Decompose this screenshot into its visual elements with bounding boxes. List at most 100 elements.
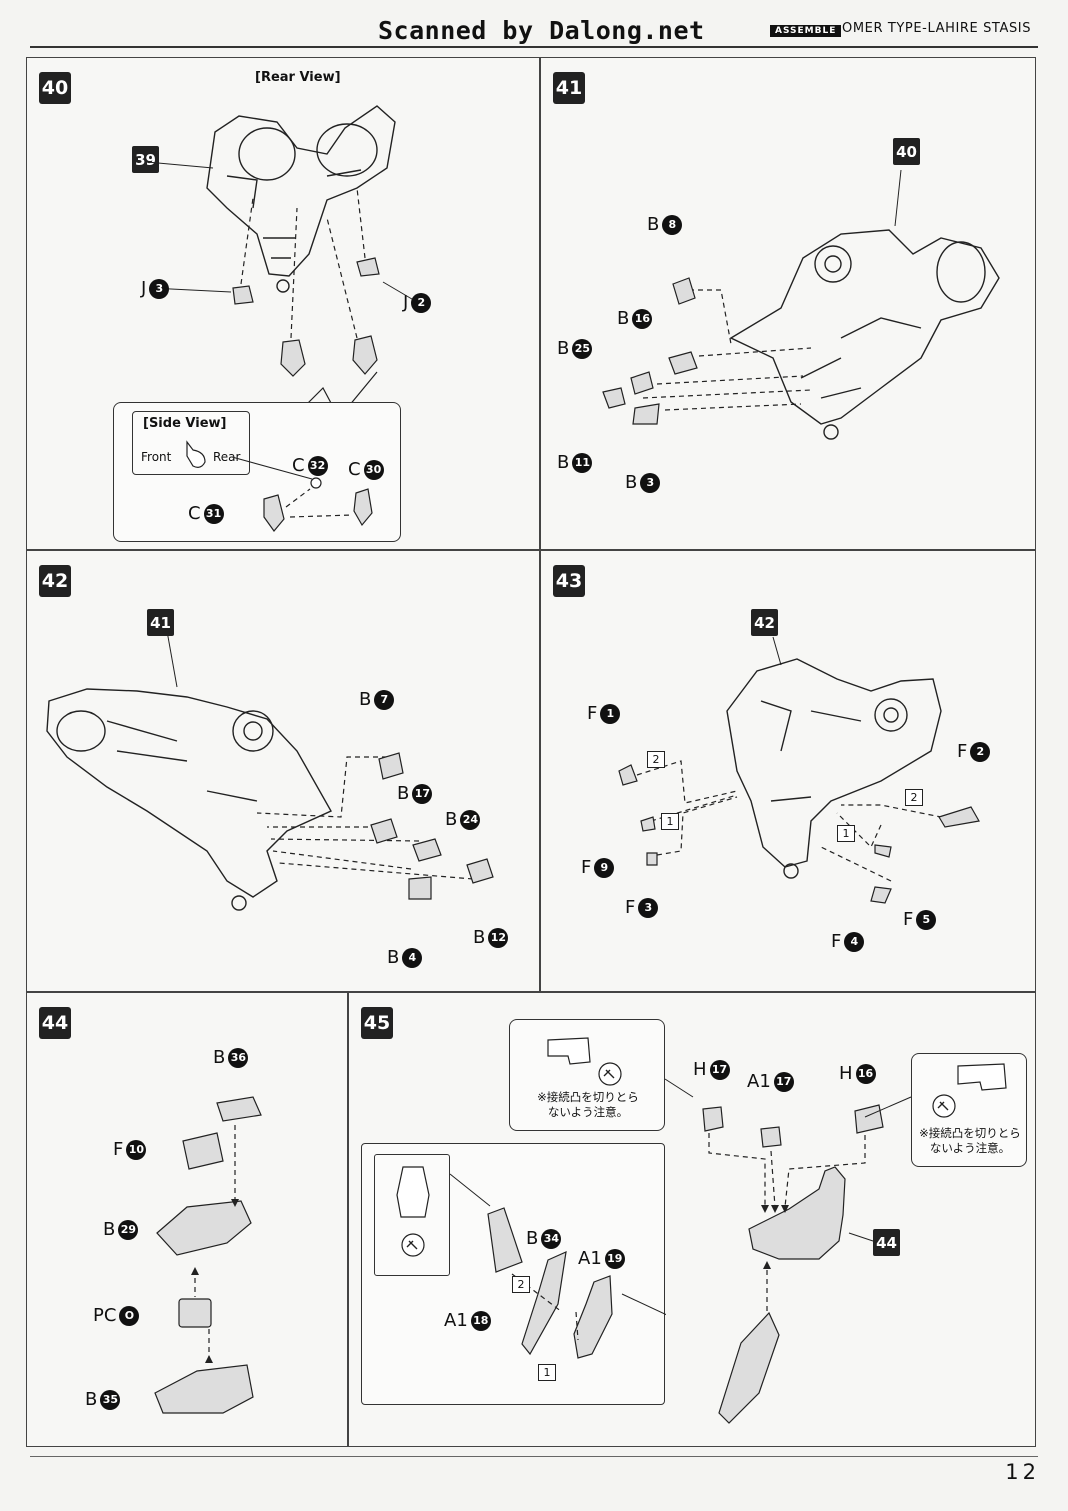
step-42-badge: 42 xyxy=(39,565,71,597)
part-number: 12 xyxy=(488,927,509,948)
detail-box xyxy=(374,1154,450,1276)
order-marker: 2 xyxy=(647,751,665,768)
part-number: 17 xyxy=(412,783,433,804)
part-number: O xyxy=(119,1305,140,1326)
order-marker: 2 xyxy=(512,1276,530,1293)
part-number: 3 xyxy=(638,897,659,918)
part-number: 8 xyxy=(662,214,683,235)
ref-44-badge: 44 xyxy=(873,1229,900,1256)
part-number: 29 xyxy=(118,1219,139,1240)
step-45-panel: 45 44 ※接続凸を切りとら ないよう注意。 ※接続凸を切りとら ないよう注意… xyxy=(348,992,1036,1447)
part-letter: F xyxy=(113,1139,124,1160)
order-marker: 1 xyxy=(661,813,679,830)
step-45-assembly-drawing xyxy=(664,1078,912,1424)
part-number: 11 xyxy=(572,452,593,473)
side-view-drawing xyxy=(231,456,373,532)
detail-drawing xyxy=(396,1166,430,1257)
part-number: 24 xyxy=(460,809,481,830)
part-number: 32 xyxy=(307,455,328,476)
part-number: 25 xyxy=(572,338,593,359)
step-40-badge: 40 xyxy=(39,72,71,104)
part-letter: B xyxy=(103,1219,116,1240)
caution-note-right: ※接続凸を切りとら ないよう注意。 xyxy=(914,1126,1026,1156)
order-marker: 2 xyxy=(905,789,923,806)
ref-41-badge: 41 xyxy=(147,609,174,636)
front-label: Front xyxy=(141,450,172,464)
caution-line-2: ないよう注意。 xyxy=(929,1141,1011,1155)
step-44-assembly-drawing xyxy=(154,1096,262,1414)
part-letter: H xyxy=(839,1063,853,1084)
part-number: 7 xyxy=(374,689,395,710)
caution-detail-right xyxy=(932,1063,1007,1118)
side-view-title: [Side View] xyxy=(143,416,227,431)
page-number: 12 xyxy=(1005,1460,1040,1484)
caution-inset-right: ※接続凸を切りとら ないよう注意。 xyxy=(911,1053,1027,1167)
part-letter: B xyxy=(557,452,570,473)
part-letter: F xyxy=(957,741,968,762)
part-number: 36 xyxy=(228,1047,249,1068)
part-number: 5 xyxy=(916,909,937,930)
ref-40-badge: 40 xyxy=(893,138,920,165)
part-letter: B xyxy=(213,1047,226,1068)
part-letter: B xyxy=(617,308,630,329)
part-letter: C xyxy=(292,455,305,476)
part-number: 3 xyxy=(640,472,661,493)
part-letter: A1 xyxy=(444,1310,468,1331)
rear-label: Rear xyxy=(213,450,241,464)
part-number: 31 xyxy=(203,503,224,524)
part-letter: F xyxy=(831,931,842,952)
caution-line-1: ※接続凸を切りとら xyxy=(537,1090,639,1104)
caution-line-2: ないよう注意。 xyxy=(547,1105,629,1119)
part-number: 35 xyxy=(100,1389,121,1410)
part-letter: B xyxy=(557,338,570,359)
caution-detail-left xyxy=(547,1037,622,1086)
part-number: 1 xyxy=(600,703,621,724)
step-43-assembly-drawing xyxy=(618,636,980,904)
part-number: 3 xyxy=(149,278,170,299)
footer-rule xyxy=(30,1456,1038,1457)
part-letter: B xyxy=(625,472,638,493)
part-letter: J xyxy=(403,292,409,313)
part-letter: B xyxy=(647,214,660,235)
part-number: 17 xyxy=(709,1059,730,1080)
sub-assembly-drawing xyxy=(449,1173,666,1359)
part-number: 34 xyxy=(541,1228,562,1249)
part-letter: B xyxy=(473,927,486,948)
rear-view-label: [Rear View] xyxy=(255,70,341,85)
order-marker: 1 xyxy=(837,825,855,842)
caution-line-1: ※接続凸を切りとら xyxy=(919,1126,1021,1140)
part-letter: PC xyxy=(93,1305,117,1326)
order-marker: 1 xyxy=(538,1364,556,1381)
step-41-assembly-drawing xyxy=(602,169,1000,440)
product-title: OMER TYPE-LAHIRE STASIS xyxy=(842,21,1032,36)
part-letter: B xyxy=(445,809,458,830)
caution-inset-left: ※接続凸を切りとら ないよう注意。 xyxy=(509,1019,665,1131)
